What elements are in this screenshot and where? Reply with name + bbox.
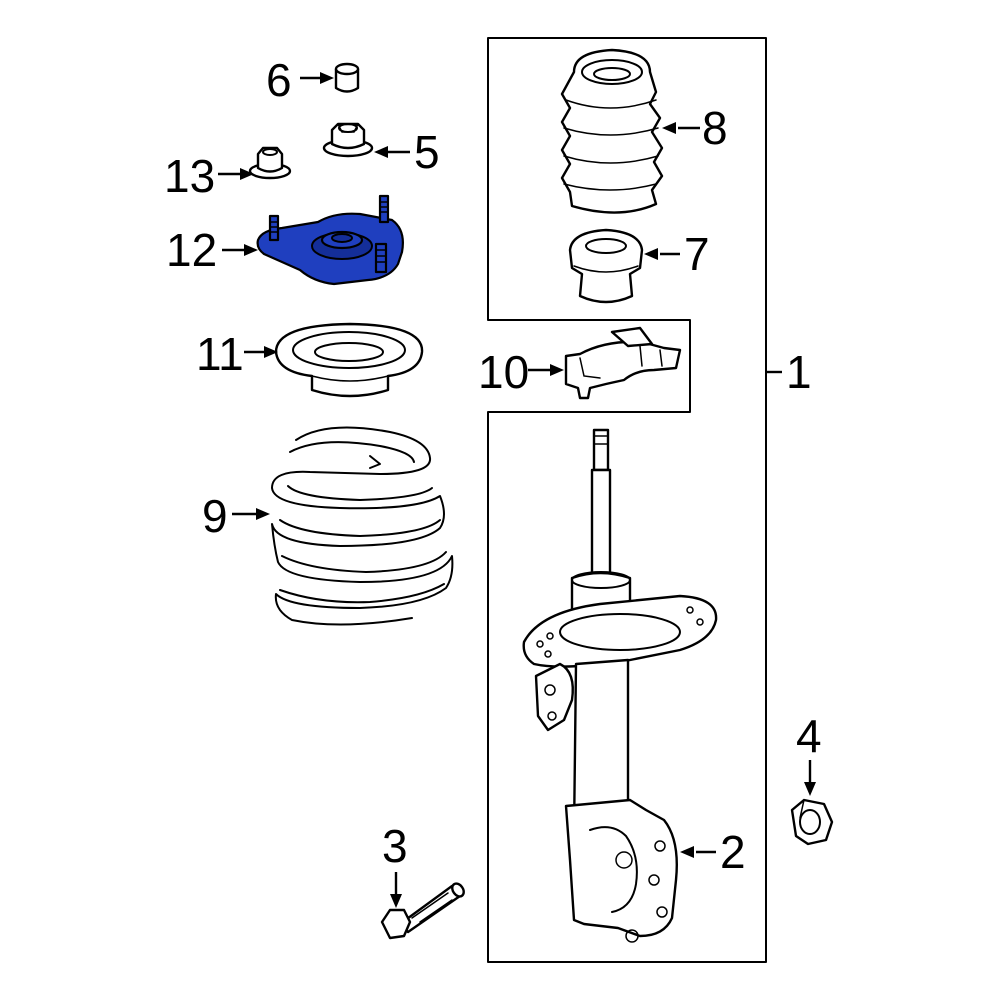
callout-2: 2 bbox=[720, 826, 746, 878]
callout-13: 13 bbox=[164, 150, 215, 202]
part-12-strut-mount[interactable] bbox=[256, 194, 404, 286]
callout-6: 6 bbox=[266, 54, 292, 106]
callout-7: 7 bbox=[684, 228, 710, 280]
callout-8: 8 bbox=[702, 102, 728, 154]
part-4-nut[interactable] bbox=[790, 798, 834, 846]
callout-3: 3 bbox=[382, 820, 408, 872]
part-11-spring-seat[interactable] bbox=[274, 322, 424, 398]
part-6-bushing[interactable] bbox=[334, 62, 360, 93]
callout-11: 11 bbox=[196, 328, 244, 380]
part-2-strut[interactable] bbox=[522, 428, 718, 943]
part-8-dust-boot[interactable] bbox=[560, 48, 664, 214]
assembly-bracket-outline bbox=[487, 37, 767, 963]
callout-10: 10 bbox=[478, 346, 529, 398]
callout-4: 4 bbox=[796, 710, 822, 762]
part-5-nut[interactable] bbox=[322, 122, 374, 158]
callout-arrows bbox=[218, 72, 816, 908]
callout-5: 5 bbox=[414, 126, 440, 178]
callout-9: 9 bbox=[202, 490, 228, 542]
part-13-nut[interactable] bbox=[248, 146, 292, 180]
callout-1: 1 bbox=[786, 346, 812, 398]
part-7-bump-stop[interactable] bbox=[568, 228, 644, 304]
part-3-bolt[interactable] bbox=[380, 881, 466, 940]
part-9-coil-spring[interactable] bbox=[271, 426, 454, 626]
part-10-isolator[interactable] bbox=[564, 326, 682, 400]
callout-12: 12 bbox=[166, 224, 217, 276]
